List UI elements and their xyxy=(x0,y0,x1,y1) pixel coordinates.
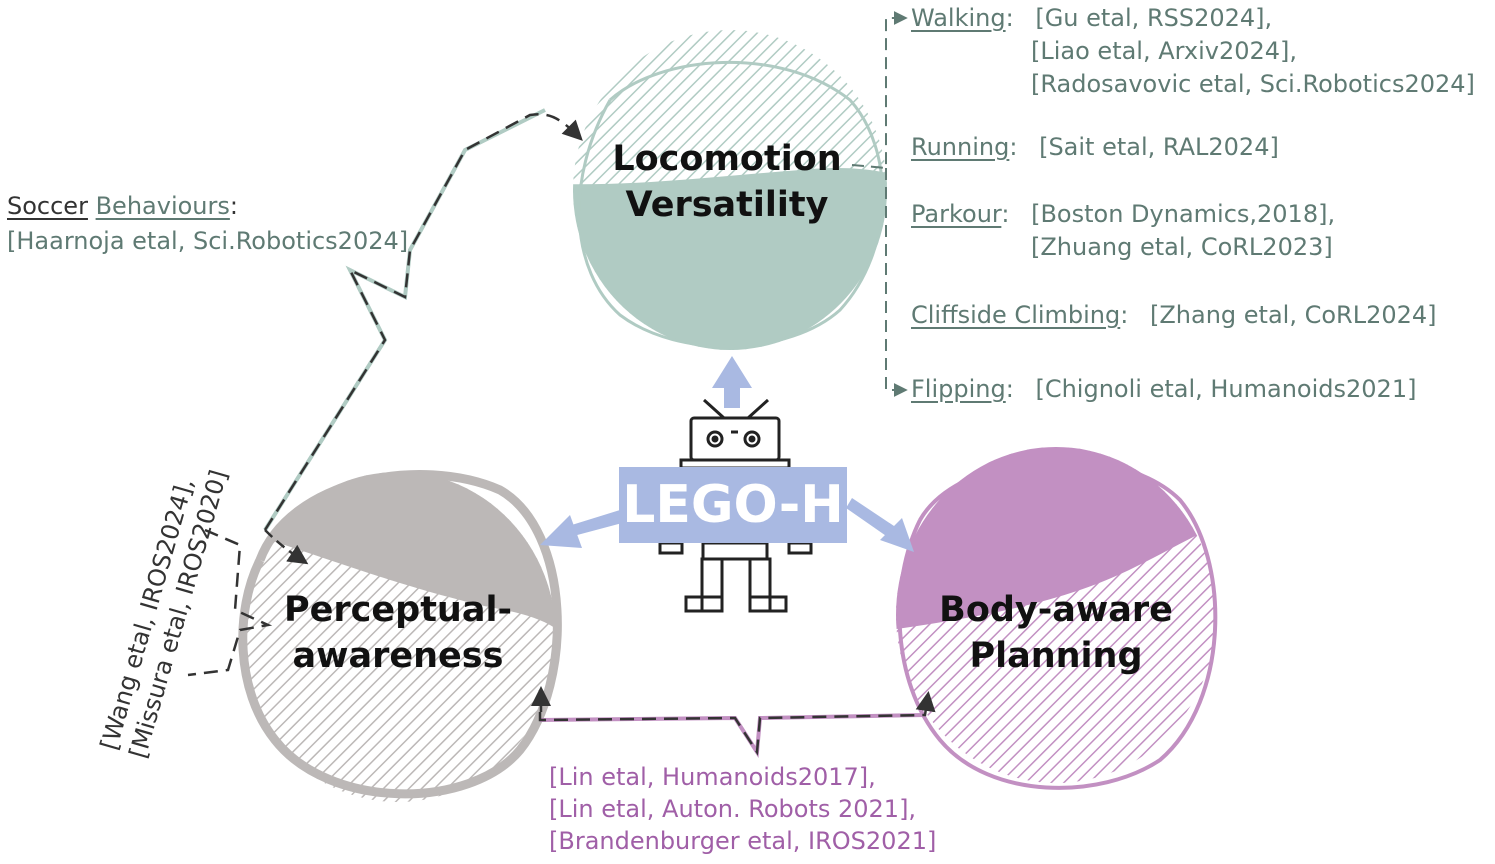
ref-climbing-line1: [Zhang etal, CoRL2024] xyxy=(1149,301,1437,329)
category-climbing: Cliffside Climbing xyxy=(911,301,1121,329)
ref-parkour-line1: [Boston Dynamics,2018], xyxy=(1031,200,1336,228)
planning-ref-2: [Lin etal, Auton. Robots 2021], xyxy=(549,795,917,823)
perceptual-bracket xyxy=(187,528,273,677)
ref-running-line1: [Sait etal, RAL2024] xyxy=(1039,133,1279,161)
soccer-word1: Soccer xyxy=(7,192,88,220)
category-flipping: Flipping xyxy=(911,375,1006,403)
arrow-up-icon xyxy=(712,356,752,408)
ref-parkour-line2: [Zhuang etal, CoRL2023] xyxy=(1031,233,1333,261)
planning-ref-1: [Lin etal, Humanoids2017], xyxy=(549,763,876,791)
locomotion-title-line2: Versatility xyxy=(625,185,829,225)
planning-title-line2: Planning xyxy=(969,636,1143,676)
ref-flipping-line1: [Chignoli etal, Humanoids2021] xyxy=(1035,375,1417,403)
ref-walking-line2: [Liao etal, Arxiv2024], xyxy=(1031,37,1298,65)
ref-walking-line3: [Radosavovic etal, Sci.Robotics2024] xyxy=(1031,70,1475,98)
arrow-left-icon xyxy=(540,510,626,548)
ref-parkour: Parkour: [Boston Dynamics,2018], xyxy=(911,200,1336,228)
locomotion-title-line1: Locomotion xyxy=(612,139,842,179)
perceptual-circle xyxy=(238,470,562,802)
soccer-colon: : xyxy=(229,192,238,220)
perceptual-title-line1: Perceptual- xyxy=(284,590,512,630)
category-running: Running xyxy=(911,133,1010,161)
planning-connector xyxy=(531,686,936,758)
planning-ref-3: [Brandenburger etal, IROS2021] xyxy=(549,827,937,855)
ref-walking: Walking: [Gu etal, RSS2024], xyxy=(911,4,1273,32)
planning-title: Body-aware Planning xyxy=(930,587,1182,679)
ref-flipping: Flipping: [Chignoli etal, Humanoids2021] xyxy=(911,375,1417,403)
locomotion-bracket xyxy=(851,11,908,397)
category-parkour: Parkour xyxy=(911,200,1002,228)
soccer-connector xyxy=(263,108,583,565)
robot-icon xyxy=(658,398,813,613)
ref-walking-line1: [Gu etal, RSS2024], xyxy=(1035,4,1273,32)
category-walking: Walking xyxy=(911,4,1006,32)
ref-running: Running: [Sait etal, RAL2024] xyxy=(911,133,1279,161)
locomotion-title: Locomotion Versatility xyxy=(600,136,854,228)
lego-h-label: LEGO-H xyxy=(619,467,847,543)
soccer-label: Soccer Behaviours: xyxy=(7,189,238,223)
planning-title-line1: Body-aware xyxy=(939,590,1173,630)
soccer-ref: [Haarnoja etal, Sci.Robotics2024] xyxy=(7,227,409,255)
perceptual-title: Perceptual- awareness xyxy=(270,587,526,679)
soccer-word2: Behaviours xyxy=(95,192,230,220)
arrow-right-icon xyxy=(846,498,914,552)
planning-circle xyxy=(896,447,1218,790)
perceptual-title-line2: awareness xyxy=(292,636,504,676)
locomotion-circle xyxy=(573,30,887,350)
ref-climbing: Cliffside Climbing: [Zhang etal, CoRL202… xyxy=(911,301,1437,329)
